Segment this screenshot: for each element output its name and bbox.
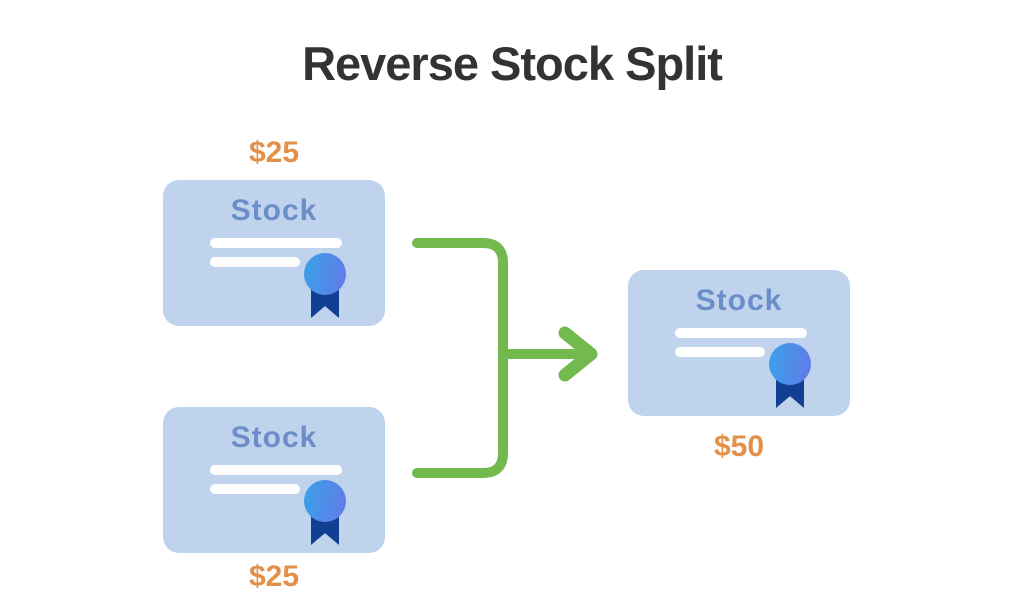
merge-bracket xyxy=(412,238,508,478)
certificate-text-line-2 xyxy=(675,347,765,357)
ribbon-medal-circle xyxy=(304,480,346,522)
arrow-head-icon xyxy=(558,326,598,382)
award-ribbon-icon xyxy=(769,343,811,409)
price-label-result: $50 xyxy=(713,430,765,463)
stock-card-title: Stock xyxy=(695,284,783,317)
price-label-bottom-left: $25 xyxy=(248,560,300,593)
certificate-text-line-2 xyxy=(210,484,300,494)
stock-card-result: Stock xyxy=(628,270,850,416)
award-ribbon-icon xyxy=(304,253,346,319)
stock-card-bottom-left: Stock xyxy=(163,407,385,553)
certificate-text-line-1 xyxy=(210,238,342,248)
certificate-text-line-2 xyxy=(210,257,300,267)
award-ribbon-icon xyxy=(304,480,346,546)
ribbon-medal-circle xyxy=(304,253,346,295)
stock-card-top-left: Stock xyxy=(163,180,385,326)
ribbon-medal-circle xyxy=(769,343,811,385)
certificate-text-line-1 xyxy=(675,328,807,338)
certificate-text-line-1 xyxy=(210,465,342,475)
stock-card-title: Stock xyxy=(230,421,318,454)
price-label-top-left: $25 xyxy=(248,136,300,169)
stock-card-title: Stock xyxy=(230,194,318,227)
diagram-title: Reverse Stock Split xyxy=(302,37,723,90)
